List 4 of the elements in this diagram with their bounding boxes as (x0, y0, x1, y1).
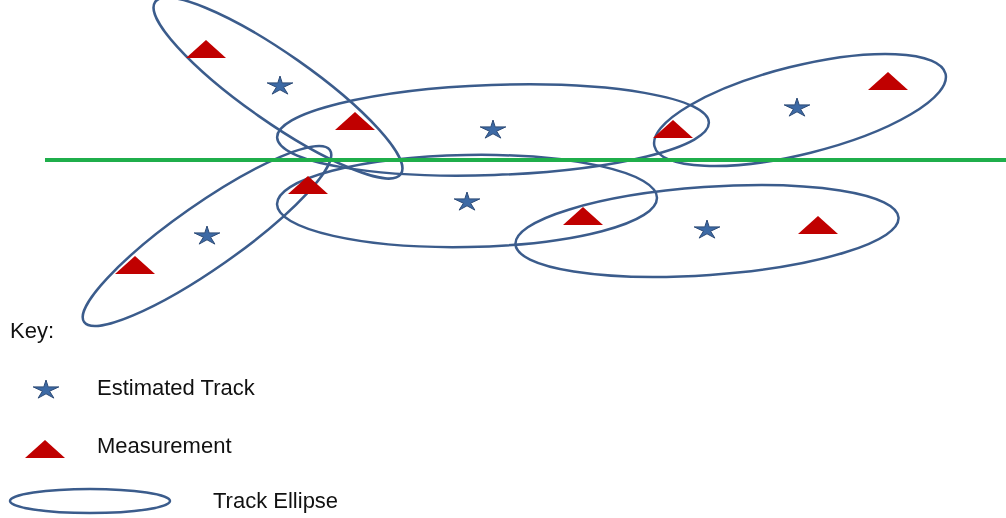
legend-label: Estimated Track (97, 377, 255, 399)
legend-label: Measurement (97, 435, 232, 457)
legend-label: Track Ellipse (213, 490, 339, 512)
key-heading: Key: (10, 320, 55, 342)
